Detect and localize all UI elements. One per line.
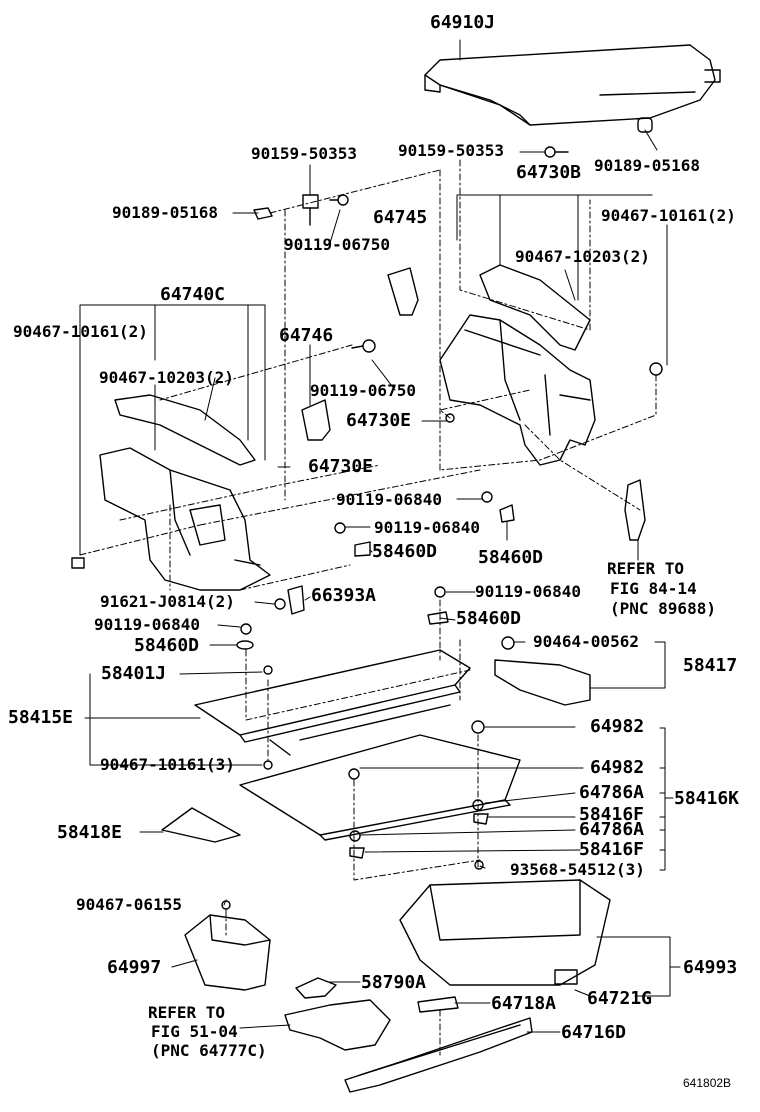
clip-64718A-part bbox=[417, 996, 459, 1013]
label-58460D-b: 58460D bbox=[478, 547, 544, 568]
label-90119-06840-d: 90119-06840 bbox=[94, 615, 200, 634]
label-64982-b: 64982 bbox=[590, 757, 645, 778]
label-90189-05168-left: 90189-05168 bbox=[112, 203, 218, 222]
label-64718A: 64718A bbox=[491, 993, 557, 1014]
hook-58790A-part bbox=[295, 977, 337, 999]
label-64716D: 64716D bbox=[561, 1022, 627, 1043]
label-90119-06840-b: 90119-06840 bbox=[374, 518, 480, 537]
label-64730B: 64730B bbox=[516, 162, 582, 183]
label-90119-06750-mid: 90119-06750 bbox=[310, 381, 416, 400]
top-fasteners bbox=[253, 117, 653, 226]
side-tray-part bbox=[494, 636, 591, 706]
panel-58418E-part bbox=[161, 807, 241, 843]
label-91621-J0814-2: 91621-J0814(2) bbox=[100, 592, 235, 611]
label-90467-10161-2-right: 90467-10161(2) bbox=[601, 206, 736, 225]
label-58790A: 58790A bbox=[361, 972, 427, 993]
label-64997: 64997 bbox=[107, 957, 162, 978]
label-58415E: 58415E bbox=[8, 707, 74, 728]
label-64910J: 64910J bbox=[430, 12, 496, 33]
hook-bracket bbox=[624, 479, 646, 541]
luggage-tub-part bbox=[399, 879, 611, 986]
label-90159-50353-right: 90159-50353 bbox=[398, 141, 504, 160]
label-58416F-a: 58416F bbox=[579, 804, 645, 825]
panel-64745-part bbox=[387, 267, 419, 316]
tonneau-cover-part bbox=[424, 44, 721, 126]
label-90467-06155: 90467-06155 bbox=[76, 895, 182, 914]
label-64740C: 64740C bbox=[160, 284, 226, 305]
label-58418E: 58418E bbox=[57, 822, 123, 843]
label-58401J: 58401J bbox=[101, 663, 167, 684]
deck-board-part bbox=[194, 649, 471, 770]
label-64730E-right: 64730E bbox=[346, 410, 412, 431]
label-64786A-a: 64786A bbox=[579, 782, 645, 803]
label-58416K: 58416K bbox=[674, 788, 740, 809]
middle-clips bbox=[236, 491, 515, 650]
refer-fig51-line2: FIG 51-04 bbox=[151, 1022, 238, 1041]
refer-fig84-line2: FIG 84-14 bbox=[610, 579, 697, 598]
label-90467-10161-2-left: 90467-10161(2) bbox=[13, 322, 148, 341]
storage-box-64997-part bbox=[184, 900, 271, 991]
leader-lines bbox=[79, 39, 681, 1033]
label-58460D-c: 58460D bbox=[134, 635, 200, 656]
label-58460D-a: 58460D bbox=[372, 541, 438, 562]
label-90159-50353-left: 90159-50353 bbox=[251, 144, 357, 163]
bracket-part bbox=[284, 999, 391, 1051]
label-93568-54512-3: 93568-54512(3) bbox=[510, 860, 645, 879]
diagram-id: 641802B bbox=[683, 1076, 732, 1090]
label-90119-06840-a: 90119-06840 bbox=[336, 490, 442, 509]
alignment-lines bbox=[79, 159, 657, 1056]
label-90119-06840-c: 90119-06840 bbox=[475, 582, 581, 601]
label-90189-05168-right: 90189-05168 bbox=[594, 156, 700, 175]
label-90119-06750-top: 90119-06750 bbox=[284, 235, 390, 254]
refer-fig51-line1: REFER TO bbox=[148, 1003, 226, 1022]
refer-fig84-line3: (PNC 89688) bbox=[610, 599, 716, 618]
label-64746: 64746 bbox=[279, 325, 334, 346]
label-90467-10203-2-left: 90467-10203(2) bbox=[99, 368, 234, 387]
panel-64746-part bbox=[301, 399, 331, 441]
label-64982-a: 64982 bbox=[590, 716, 645, 737]
label-64730E-left: 64730E bbox=[308, 456, 374, 477]
right-quarter-trim-part bbox=[439, 264, 663, 466]
left-quarter-trim-part bbox=[71, 339, 376, 591]
label-90467-10203-2-right: 90467-10203(2) bbox=[515, 247, 650, 266]
label-64993: 64993 bbox=[683, 957, 738, 978]
label-58417: 58417 bbox=[683, 655, 738, 676]
label-66393A: 66393A bbox=[311, 585, 377, 606]
label-58460D-d: 58460D bbox=[456, 608, 522, 629]
label-64721G: 64721G bbox=[587, 988, 653, 1009]
label-64745: 64745 bbox=[373, 207, 428, 228]
label-90464-00562: 90464-00562 bbox=[533, 632, 639, 651]
label-64786A-b: 64786A bbox=[579, 819, 645, 840]
refer-fig51-line3: (PNC 64777C) bbox=[151, 1041, 267, 1060]
label-90467-10161-3: 90467-10161(3) bbox=[100, 755, 235, 774]
label-58416F-b: 58416F bbox=[579, 839, 645, 860]
refer-fig84-line1: REFER TO bbox=[607, 559, 685, 578]
